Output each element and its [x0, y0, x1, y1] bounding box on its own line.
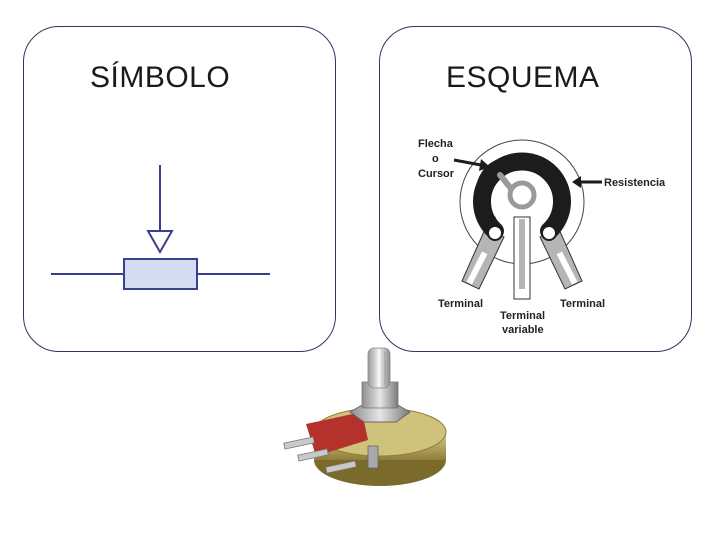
scheme-pointer-cursor-head: [479, 159, 490, 171]
photo-pin-2: [297, 448, 329, 462]
label-terminal-variable-1: Terminal: [500, 310, 545, 322]
scheme-panel: ESQUEMA Fle: [379, 26, 692, 352]
photo-red-board: [306, 412, 368, 456]
potentiometer-photo: [283, 347, 447, 486]
photo-pin-1: [283, 436, 315, 450]
label-cursor: Cursor: [418, 168, 455, 180]
symbol-resistor-body: [123, 258, 198, 290]
label-terminal-left: Terminal: [438, 298, 483, 310]
scheme-track-end-left: [487, 225, 503, 241]
symbol-panel: SÍMBOLO: [23, 26, 336, 352]
photo-pin-3: [325, 460, 357, 474]
label-o: o: [432, 153, 439, 165]
scheme-pointer-resistance-head: [572, 176, 581, 188]
scheme-pointer-cursor: [453, 158, 482, 167]
scheme-rotation-arc: [476, 157, 529, 220]
label-resistencia: Resistencia: [604, 177, 666, 189]
scheme-track-end-right: [541, 225, 557, 241]
scheme-rotation-arrowhead-bottom: [488, 215, 496, 224]
photo-tab: [367, 445, 379, 469]
potentiometer-symbol: [51, 165, 270, 290]
scheme-title: ESQUEMA: [446, 61, 600, 94]
label-terminal-variable-2: variable: [502, 324, 544, 336]
scheme-rotation-arrowhead-top: [526, 158, 534, 168]
label-flecha: Flecha: [418, 138, 454, 150]
label-terminal-right: Terminal: [560, 298, 605, 310]
scheme-wiper-hub: [507, 180, 537, 210]
symbol-title: SÍMBOLO: [90, 61, 231, 94]
scheme-terminal-middle: [513, 216, 531, 300]
potentiometer-scheme: Flecha o Cursor Resistencia Terminal Ter…: [418, 138, 666, 336]
scheme-resistive-track: [473, 152, 571, 240]
symbol-wiper-arrowhead: [146, 230, 174, 255]
